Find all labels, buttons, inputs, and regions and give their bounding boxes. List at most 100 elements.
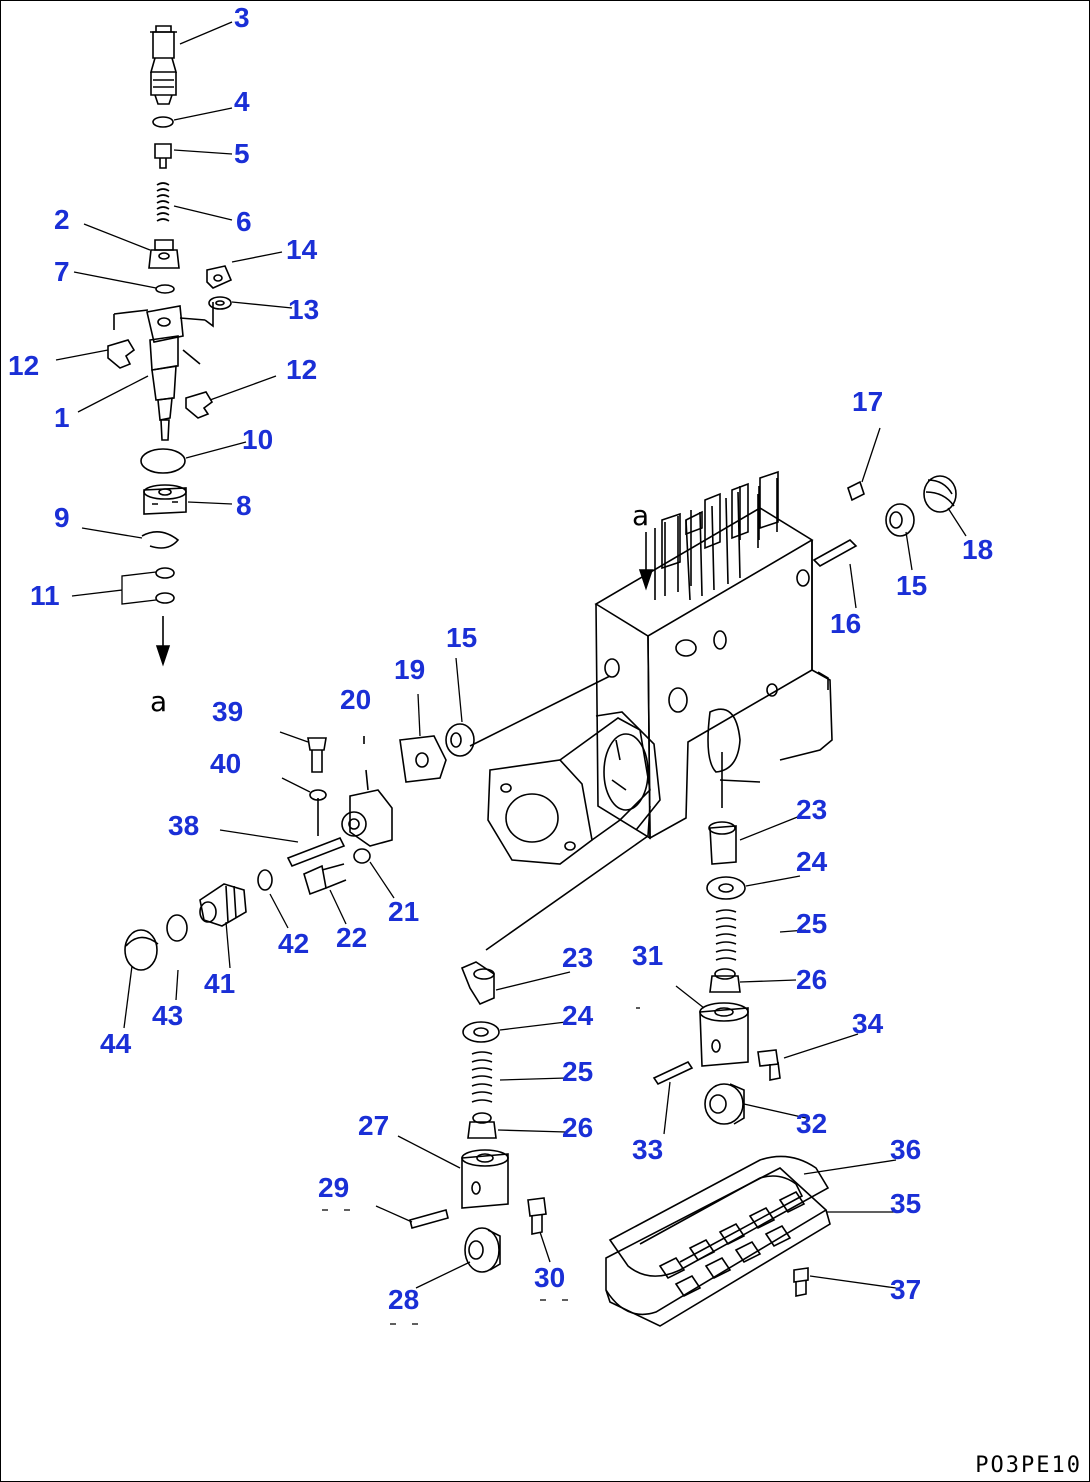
retainer-part-2 xyxy=(148,239,180,269)
callout-44[interactable]: 44 xyxy=(100,1028,132,1059)
gasket-part-19 xyxy=(399,735,447,783)
arrow-ref-a-housing xyxy=(638,532,654,591)
valve-part-5 xyxy=(154,143,172,169)
o-ring-part-11-lower xyxy=(155,592,175,604)
callout-27[interactable]: 27 xyxy=(358,1110,390,1141)
clamp-part-12-left xyxy=(107,339,136,369)
callout-2[interactable]: 2 xyxy=(54,204,70,235)
shaft-part-38 xyxy=(286,798,346,868)
callout-20[interactable]: 20 xyxy=(340,684,372,715)
sleeve-part-8 xyxy=(143,484,187,515)
seat-part-24-left xyxy=(462,1021,500,1043)
callout-13[interactable]: 13 xyxy=(288,294,320,325)
cap-part-18 xyxy=(923,475,957,513)
callout-14[interactable]: 14 xyxy=(286,234,318,265)
callout-19[interactable]: 19 xyxy=(394,654,426,685)
callout-5[interactable]: 5 xyxy=(234,138,250,169)
bolt-part-22 xyxy=(303,863,347,896)
callout-7[interactable]: 7 xyxy=(54,256,70,287)
cover-part-44 xyxy=(124,929,159,971)
o-ring-part-4 xyxy=(152,116,174,128)
callout-36[interactable]: 36 xyxy=(890,1134,922,1165)
pin-part-33 xyxy=(652,1060,694,1086)
roller-part-32 xyxy=(704,1083,745,1125)
reference-marker-a-housing: a xyxy=(632,499,650,532)
tappet-body-part-31 xyxy=(699,1002,749,1067)
callout-21[interactable]: 21 xyxy=(388,896,420,927)
callout-6[interactable]: 6 xyxy=(236,206,252,237)
callout-25-left[interactable]: 25 xyxy=(562,1056,594,1087)
washer-part-13 xyxy=(208,296,232,310)
drawing-code: PO3PE10 xyxy=(975,1453,1082,1478)
roller-part-28 xyxy=(464,1227,501,1273)
inlet-flange xyxy=(487,711,661,865)
housing-part-20 xyxy=(341,736,393,847)
callout-33[interactable]: 33 xyxy=(632,1134,664,1165)
callout-39[interactable]: 39 xyxy=(212,696,244,727)
tappet-body-part-27 xyxy=(461,1149,509,1209)
callout-11[interactable]: 11 xyxy=(30,580,60,611)
arrow-to-ref-a xyxy=(155,616,171,667)
pump-housing xyxy=(594,470,833,840)
plug-part-17 xyxy=(847,480,865,502)
clamp-part-12-right xyxy=(185,391,214,419)
callout-23-right[interactable]: 23 xyxy=(796,794,828,825)
callout-42[interactable]: 42 xyxy=(278,928,310,959)
callout-24-left[interactable]: 24 xyxy=(562,1000,594,1031)
dash-marks xyxy=(322,1007,640,1325)
nozzle-holder-part-3 xyxy=(149,25,178,105)
callout-15-lower[interactable]: 15 xyxy=(446,622,478,653)
pin-part-29 xyxy=(409,1209,449,1229)
callout-29[interactable]: 29 xyxy=(318,1172,350,1203)
callout-1[interactable]: 1 xyxy=(54,402,70,433)
callout-40[interactable]: 40 xyxy=(210,748,242,779)
callout-9[interactable]: 9 xyxy=(54,502,70,533)
seat-part-24-right xyxy=(706,876,746,900)
nozzle-body-part-1 xyxy=(113,302,214,441)
bolt-part-39 xyxy=(307,737,327,773)
bolt-part-30 xyxy=(527,1197,547,1235)
callout-22[interactable]: 22 xyxy=(336,922,368,953)
callout-23-left[interactable]: 23 xyxy=(562,942,594,973)
callout-41[interactable]: 41 xyxy=(204,968,236,999)
spring-part-6 xyxy=(156,182,170,222)
tappet-part-23-right xyxy=(708,821,737,865)
callout-12-left[interactable]: 12 xyxy=(8,350,40,381)
callout-34[interactable]: 34 xyxy=(852,1008,884,1039)
o-ring-part-11-upper xyxy=(155,567,175,579)
leader-lines xyxy=(55,21,967,1289)
bushing-part-15-upper xyxy=(885,503,915,537)
bolt-part-34 xyxy=(757,1049,781,1081)
leader-housing-to-tappet-left xyxy=(485,805,651,951)
washer-part-21 xyxy=(353,848,371,864)
callout-18[interactable]: 18 xyxy=(962,534,994,565)
callout-8[interactable]: 8 xyxy=(236,490,252,521)
callout-30[interactable]: 30 xyxy=(534,1262,566,1293)
ring-part-43 xyxy=(166,914,188,942)
tappet-part-23-left xyxy=(460,961,495,1006)
callout-3[interactable]: 3 xyxy=(234,2,250,33)
seat-part-26-left xyxy=(467,1112,497,1139)
callout-24-right[interactable]: 24 xyxy=(796,846,828,877)
callout-32[interactable]: 32 xyxy=(796,1108,828,1139)
callout-16[interactable]: 16 xyxy=(830,608,862,639)
callout-15-upper[interactable]: 15 xyxy=(896,570,928,601)
callout-31[interactable]: 31 xyxy=(632,940,664,971)
callout-26-right[interactable]: 26 xyxy=(796,964,828,995)
callout-26-left[interactable]: 26 xyxy=(562,1112,594,1143)
sleeve-part-41 xyxy=(199,883,247,927)
callout-17[interactable]: 17 xyxy=(852,386,884,417)
callout-38[interactable]: 38 xyxy=(168,810,200,841)
callout-28[interactable]: 28 xyxy=(388,1284,420,1315)
callout-12-right[interactable]: 12 xyxy=(286,354,318,385)
callout-37[interactable]: 37 xyxy=(890,1274,922,1305)
callout-10[interactable]: 10 xyxy=(242,424,274,455)
callout-35[interactable]: 35 xyxy=(890,1188,922,1219)
reference-marker-a-bottom: a xyxy=(150,685,168,718)
callout-43[interactable]: 43 xyxy=(152,1000,184,1031)
callout-4[interactable]: 4 xyxy=(234,86,250,117)
callout-25-right[interactable]: 25 xyxy=(796,908,828,939)
o-ring-part-42 xyxy=(257,869,273,891)
lever-part-16 xyxy=(812,539,858,567)
